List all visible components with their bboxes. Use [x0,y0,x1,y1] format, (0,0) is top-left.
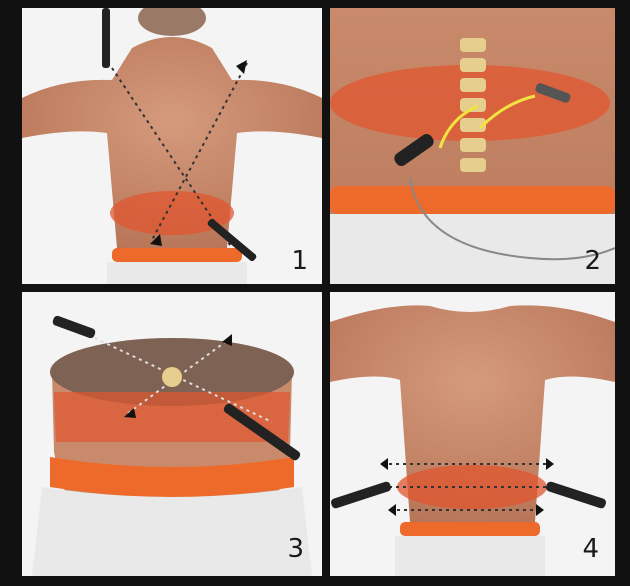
panel-number: 1 [291,248,308,274]
panel-4-illustration [330,292,615,576]
panel-2-illustration [330,8,615,284]
cloth [32,487,312,576]
waistband [330,186,615,214]
panel-1: 1 [22,8,322,284]
cloth [107,262,247,284]
panel-3: 3 [22,292,322,576]
cloth [330,214,615,284]
spine [460,38,486,172]
cloth [395,536,545,576]
panel-number: 3 [287,536,304,562]
panel-3-illustration [22,292,322,576]
panel-2: 2 [330,8,615,284]
panel-1-illustration [22,8,322,284]
probe [102,8,110,68]
vertebra-section [162,367,182,387]
heat-zone [54,392,290,442]
waistband [400,522,540,536]
panel-4: 4 [330,292,615,576]
panel-number: 4 [582,536,599,562]
panel-number: 2 [584,248,601,274]
waistband [112,248,242,262]
